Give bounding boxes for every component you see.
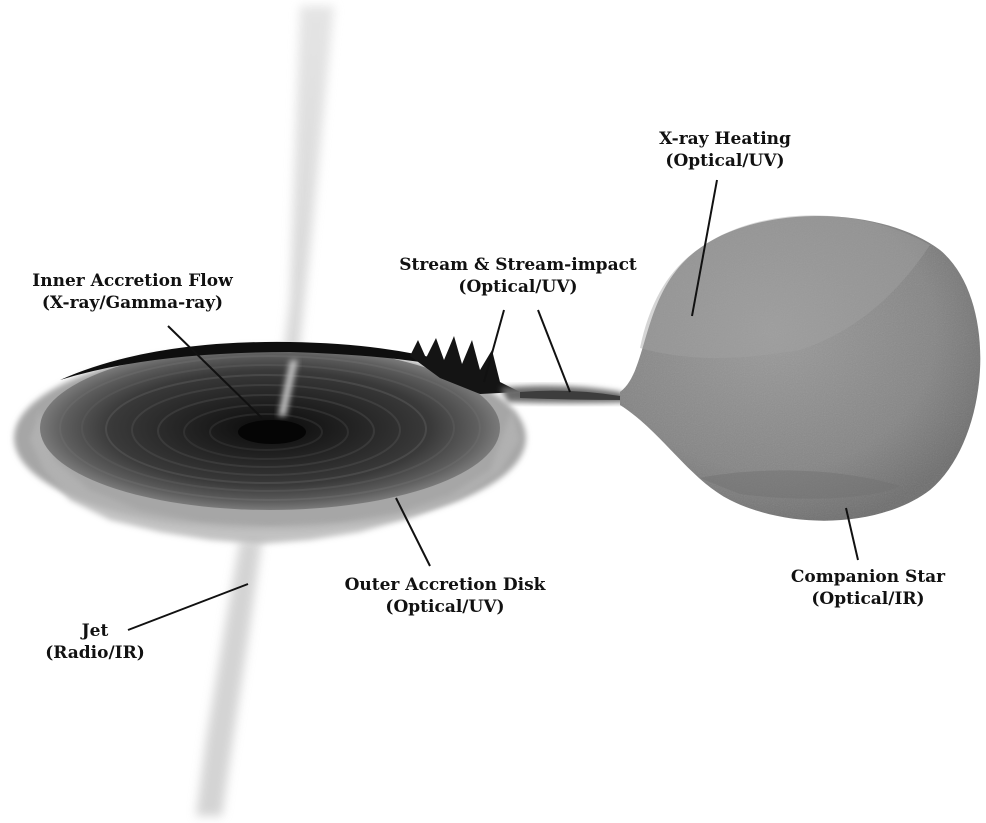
label-stream-band: (Optical/UV) xyxy=(458,277,578,297)
label-companion-band: (Optical/IR) xyxy=(811,589,925,609)
label-outer-disk-title: Outer Accretion Disk xyxy=(344,575,546,595)
label-jet: Jet (Radio/IR) xyxy=(30,620,160,664)
inner-jet-stub xyxy=(278,360,298,416)
leader-jet xyxy=(127,583,249,631)
label-outer-disk-band: (Optical/UV) xyxy=(385,597,505,617)
leader-xray-heating xyxy=(691,179,718,317)
accretion-stream xyxy=(500,385,636,403)
leader-inner-flow xyxy=(167,325,263,419)
label-inner-flow-title: Inner Accretion Flow xyxy=(32,271,233,291)
label-inner-flow-band: (X-ray/Gamma-ray) xyxy=(41,293,224,313)
label-outer-disk: Outer Accretion Disk (Optical/UV) xyxy=(320,574,570,618)
label-inner-flow: Inner Accretion Flow (X-ray/Gamma-ray) xyxy=(0,270,265,314)
companion-star xyxy=(620,215,981,521)
label-xray-heating-band: (Optical/UV) xyxy=(665,151,785,171)
label-stream: Stream & Stream-impact (Optical/UV) xyxy=(368,254,668,298)
label-companion-title: Companion Star xyxy=(790,567,946,587)
leader-stream xyxy=(483,309,505,383)
label-jet-title: Jet xyxy=(81,621,109,641)
upper-jet xyxy=(276,6,334,420)
leader-stream-impact xyxy=(537,309,571,393)
central-compact-object xyxy=(238,420,306,444)
leader-lines xyxy=(127,179,859,631)
leader-companion xyxy=(845,507,859,561)
label-companion: Companion Star (Optical/IR) xyxy=(770,566,966,610)
label-xray-heating: X-ray Heating (Optical/UV) xyxy=(630,128,820,172)
label-xray-heating-title: X-ray Heating xyxy=(659,129,791,149)
lower-jet xyxy=(196,540,262,816)
label-stream-title: Stream & Stream-impact xyxy=(399,255,637,275)
label-jet-band: (Radio/IR) xyxy=(45,643,145,663)
leader-outer-disk xyxy=(395,497,431,567)
